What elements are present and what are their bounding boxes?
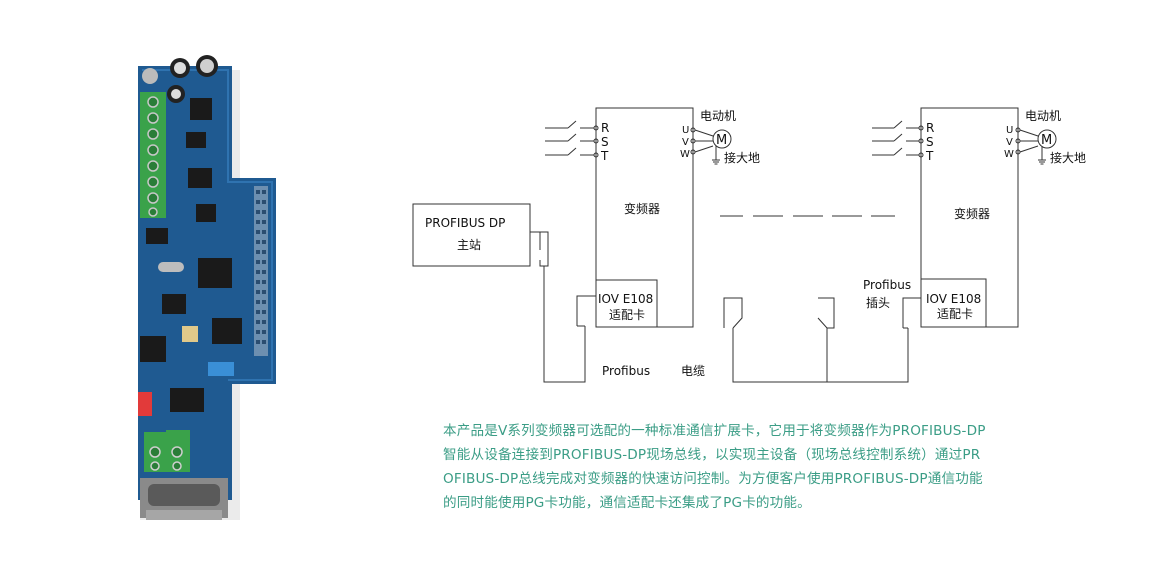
left-ground-label: 接大地 (724, 150, 760, 165)
master-station-box (412, 203, 531, 267)
left-motor-label: 电动机 (700, 109, 736, 123)
adapter-card-photo (138, 55, 276, 520)
left-phase-s: S (601, 135, 609, 149)
description-line-1: 本产品是V系列变频器可选配的一种标准通信扩展卡，它用于将变频器作为PROFIBU… (443, 423, 986, 439)
right-adapter-name: 适配卡 (937, 307, 973, 321)
right-motor-symbol: M (1041, 133, 1052, 148)
left-phase-w: W (680, 149, 690, 160)
middle-plug-right (817, 297, 835, 329)
description-line-4: 的同时能使用PG卡功能，通信适配卡还集成了PG卡的功能。 (443, 495, 811, 511)
left-adapter-plug (576, 295, 596, 326)
right-adapter-model: IOV E108 (926, 292, 981, 306)
left-adapter-name: 适配卡 (609, 308, 645, 322)
right-input-switches (872, 120, 924, 158)
right-adapter-card-box (920, 278, 987, 328)
cable-master-to-left (543, 266, 586, 383)
right-phase-v: V (1006, 137, 1013, 148)
right-ground-label: 接大地 (1050, 150, 1086, 165)
right-phase-w: W (1004, 149, 1014, 160)
left-inverter-label: 变频器 (624, 201, 660, 216)
left-phase-t: T (600, 149, 609, 163)
pcb-board (138, 55, 276, 520)
cable-middle-to-right (827, 328, 909, 383)
right-motor-wiring (1015, 127, 1057, 165)
left-input-switches (545, 120, 599, 158)
plug-label-line2: 插头 (866, 296, 890, 310)
cable-left-to-middle (732, 328, 828, 383)
cable-label-line1: Profibus (602, 364, 650, 378)
right-adapter-plug (902, 297, 921, 328)
right-phase-s: S (926, 135, 934, 149)
product-description: 本产品是V系列变频器可选配的一种标准通信扩展卡，它用于将变频器作为PROFIBU… (443, 419, 1083, 515)
left-phase-r: R (601, 121, 609, 135)
master-title: PROFIBUS DP (425, 216, 505, 230)
cable-label-line2: 电缆 (681, 364, 705, 378)
right-inverter-label: 变频器 (954, 206, 990, 221)
left-phase-v: V (682, 137, 689, 148)
left-phase-u: U (682, 125, 689, 136)
right-phase-u: U (1006, 125, 1013, 136)
left-motor-wiring (690, 127, 732, 165)
description-line-2: 智能从设备连接到PROFIBUS-DP现场总线，以实现主设备（现场总线控制系统）… (443, 447, 981, 463)
right-motor-label: 电动机 (1025, 109, 1061, 123)
plug-label-line1: Profibus (863, 278, 911, 292)
left-motor-symbol: M (716, 133, 727, 148)
left-adapter-card-box (595, 279, 658, 328)
description-line-3: OFIBUS-DP总线完成对变频器的快速访问控制。为方便客户使用PROFIBUS… (443, 471, 983, 487)
middle-plug-left (723, 297, 743, 329)
master-subtitle: 主站 (457, 238, 481, 252)
right-phase-t: T (925, 149, 934, 163)
master-plug (530, 231, 549, 267)
left-adapter-model: IOV E108 (598, 292, 653, 306)
right-phase-r: R (926, 121, 934, 135)
